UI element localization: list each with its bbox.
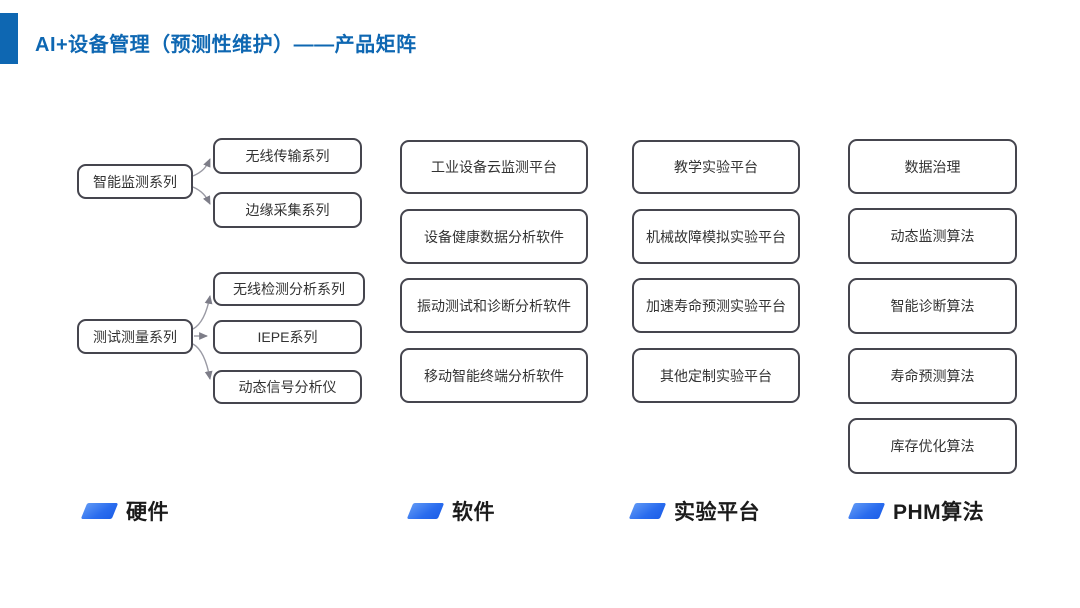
node-teaching-experiment-platform: 教学实验平台 bbox=[632, 140, 800, 194]
node-intelligent-diagnosis-algorithm: 智能诊断算法 bbox=[848, 278, 1017, 334]
node-mobile-smart-terminal-software: 移动智能终端分析软件 bbox=[400, 348, 588, 403]
node-equipment-health-data-analysis-software: 设备健康数据分析软件 bbox=[400, 209, 588, 264]
category-platform: 实验平台 bbox=[628, 496, 760, 526]
node-smart-monitoring-series: 智能监测系列 bbox=[77, 164, 193, 199]
node-wireless-detection-analysis-series: 无线检测分析系列 bbox=[213, 272, 365, 306]
node-edge-collection-series: 边缘采集系列 bbox=[213, 192, 362, 228]
node-inventory-optimization-algorithm: 库存优化算法 bbox=[848, 418, 1017, 474]
node-industrial-cloud-monitoring-platform: 工业设备云监测平台 bbox=[400, 140, 588, 194]
category-platform-label: 实验平台 bbox=[674, 501, 760, 524]
parallelogram-icon bbox=[80, 503, 119, 519]
category-phm: PHM算法 bbox=[847, 496, 985, 526]
parallelogram-icon bbox=[406, 503, 445, 519]
category-phm-label: PHM算法 bbox=[893, 501, 985, 524]
node-dynamic-signal-analyzer: 动态信号分析仪 bbox=[213, 370, 362, 404]
node-accelerated-life-prediction-platform: 加速寿命预测实验平台 bbox=[632, 278, 800, 333]
category-hardware: 硬件 bbox=[80, 496, 169, 526]
node-dynamic-monitoring-algorithm: 动态监测算法 bbox=[848, 208, 1017, 264]
title-accent-bar bbox=[0, 13, 18, 64]
node-other-custom-platform: 其他定制实验平台 bbox=[632, 348, 800, 403]
node-iepe-series: IEPE系列 bbox=[213, 320, 362, 354]
category-software: 软件 bbox=[406, 496, 495, 526]
node-test-measurement-series: 测试测量系列 bbox=[77, 319, 193, 354]
node-wireless-transmission-series: 无线传输系列 bbox=[213, 138, 362, 174]
node-life-prediction-algorithm: 寿命预测算法 bbox=[848, 348, 1017, 404]
page-title: AI+设备管理（预测性维护）——产品矩阵 bbox=[35, 34, 417, 56]
node-mechanical-fault-simulation-platform: 机械故障模拟实验平台 bbox=[632, 209, 800, 264]
parallelogram-icon bbox=[847, 503, 886, 519]
category-hardware-label: 硬件 bbox=[126, 501, 169, 524]
category-software-label: 软件 bbox=[452, 501, 495, 524]
node-data-governance: 数据治理 bbox=[848, 139, 1017, 194]
node-vibration-test-diagnosis-software: 振动测试和诊断分析软件 bbox=[400, 278, 588, 333]
parallelogram-icon bbox=[628, 503, 667, 519]
